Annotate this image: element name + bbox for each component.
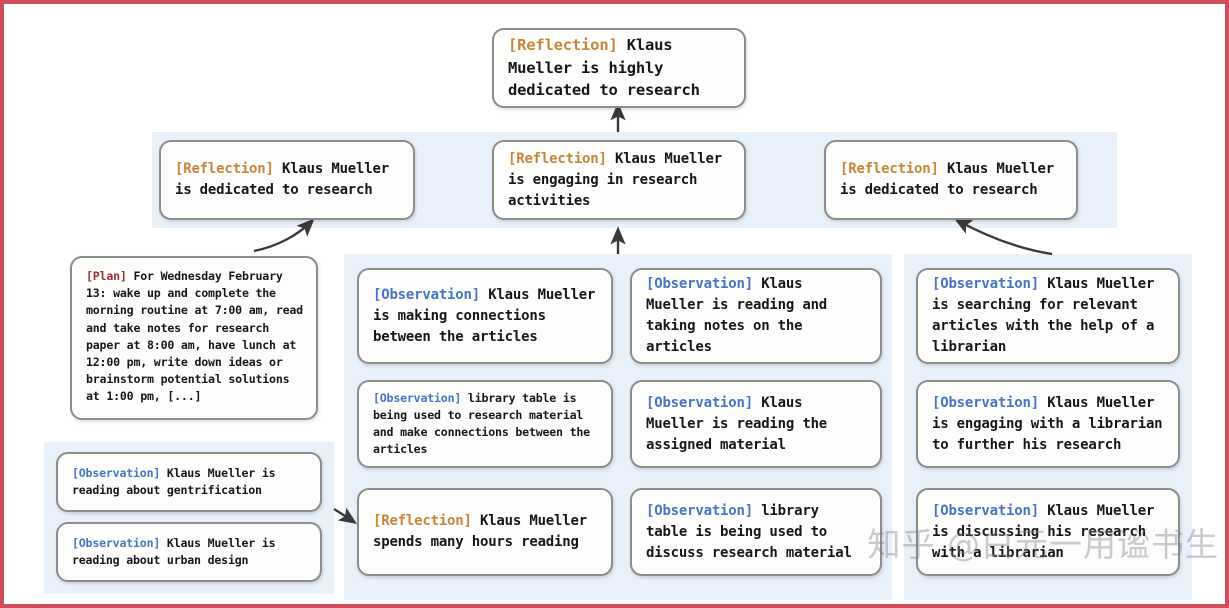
node-tag: [Observation] xyxy=(72,535,161,550)
node-text: Klaus Mueller is engaging with a librari… xyxy=(932,394,1163,453)
node-column-a-3[interactable]: [Reflection] Klaus Mueller spends many h… xyxy=(357,488,613,576)
node-text: Klaus Mueller is highly dedicated to res… xyxy=(508,36,700,100)
node-tag: [Plan] xyxy=(86,269,127,283)
node-text: Klaus Mueller spends many hours reading xyxy=(373,513,587,550)
node-tag: [Observation] xyxy=(373,390,462,405)
node-column-b-3[interactable]: [Observation] library table is being use… xyxy=(630,488,882,576)
node-text: Klaus Mueller is engaging in research ac… xyxy=(508,150,722,209)
node-column-b-1[interactable]: [Observation] Klaus Mueller is reading a… xyxy=(630,268,882,364)
node-tag: [Observation] xyxy=(72,465,161,480)
node-text: library table is being used to research … xyxy=(373,390,590,457)
node-column-c-1[interactable]: [Observation] Klaus Mueller is searching… xyxy=(916,268,1180,364)
node-column-a-1[interactable]: [Observation] Klaus Mueller is making co… xyxy=(357,268,613,364)
node-column-a-2[interactable]: [Observation] library table is being use… xyxy=(357,380,613,468)
node-text: Klaus Mueller is dedicated to research xyxy=(175,161,389,198)
node-tag: [Reflection] xyxy=(840,161,939,177)
node-tag: [Observation] xyxy=(646,394,753,411)
node-left-observation-2[interactable]: [Observation] Klaus Mueller is reading a… xyxy=(56,522,322,582)
watermark: 知乎 @白元一用谧书生 xyxy=(867,525,1219,564)
node-root-reflection[interactable]: [Reflection] Klaus Mueller is highly ded… xyxy=(492,28,746,108)
node-column-c-2[interactable]: [Observation] Klaus Mueller is engaging … xyxy=(916,380,1180,468)
node-text: library table is being used to discuss r… xyxy=(646,502,852,561)
node-text: Klaus Mueller is making connections betw… xyxy=(373,286,596,345)
node-column-c-3[interactable]: [Observation] Klaus Mueller is discussin… xyxy=(916,488,1180,576)
node-tag: [Observation] xyxy=(932,502,1039,519)
node-text: Klaus Mueller is discussing his research… xyxy=(932,502,1155,561)
node-tag: [Reflection] xyxy=(175,161,274,177)
node-tag: [Observation] xyxy=(932,394,1039,411)
node-tag: [Reflection] xyxy=(508,150,607,167)
node-plan[interactable]: [Plan] For Wednesday February 13: wake u… xyxy=(70,256,318,420)
node-tag: [Reflection] xyxy=(508,36,618,55)
node-column-b-2[interactable]: [Observation] Klaus Mueller is reading t… xyxy=(630,380,882,468)
node-text: Klaus Mueller is reading and taking note… xyxy=(646,276,828,355)
node-tag: [Observation] xyxy=(646,276,753,292)
node-reflection-2[interactable]: [Reflection] Klaus Mueller is engaging i… xyxy=(492,140,746,220)
node-text: Klaus Mueller is reading about urban des… xyxy=(72,535,276,567)
node-text: Klaus Mueller is reading the assigned ma… xyxy=(646,394,828,453)
node-tag: [Reflection] xyxy=(373,513,472,529)
node-text: Klaus Mueller is searching for relevant … xyxy=(932,276,1155,355)
node-text: Klaus Mueller is dedicated to research xyxy=(840,161,1054,198)
node-tag: [Observation] xyxy=(932,276,1039,292)
node-tag: [Observation] xyxy=(373,286,480,303)
node-tag: [Observation] xyxy=(646,502,753,519)
node-reflection-3[interactable]: [Reflection] Klaus Mueller is dedicated … xyxy=(824,140,1078,220)
node-text: For Wednesday February 13: wake up and c… xyxy=(86,269,303,404)
node-reflection-1[interactable]: [Reflection] Klaus Mueller is dedicated … xyxy=(159,140,415,220)
node-left-observation-1[interactable]: [Observation] Klaus Mueller is reading a… xyxy=(56,452,322,512)
node-text: Klaus Mueller is reading about gentrific… xyxy=(72,465,276,497)
